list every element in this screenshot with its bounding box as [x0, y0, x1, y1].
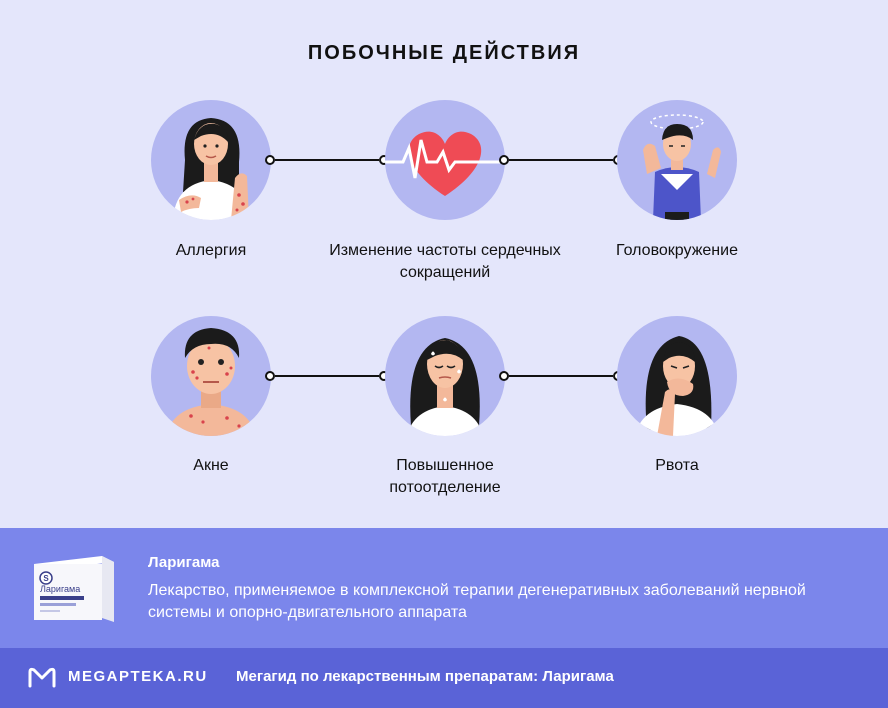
- connector-dot: [265, 155, 275, 165]
- product-name: Ларигама: [148, 554, 220, 571]
- effect-label-allergy: Аллергия: [175, 242, 247, 259]
- effect-label-dizziness: Головокружение: [616, 242, 738, 259]
- footer-caption: Мегагид по лекарственным препаратам: Лар…: [236, 668, 614, 685]
- connector-dot: [265, 371, 275, 381]
- connector-line: [275, 159, 379, 161]
- effect-label-sweating: Повышенное потоотделение: [389, 457, 501, 496]
- sweating-illustration: [385, 316, 505, 436]
- product-description: Лекарство, применяемое в комплексной тер…: [148, 582, 806, 621]
- acne-illustration: [151, 316, 271, 436]
- footer: MEGAPTEKA.RU Мегагид по лекарственным пр…: [0, 648, 888, 708]
- vomiting-illustration: [617, 316, 737, 436]
- heart-rate-illustration: [385, 100, 505, 220]
- effect-label-vomiting: Рвота: [655, 457, 699, 474]
- svg-text:S: S: [43, 574, 49, 583]
- dizzy-person-icon: [643, 114, 721, 220]
- allergy-illustration: [151, 100, 271, 220]
- effect-label-heart-rate: Изменение частоты сердечных сокращений: [329, 242, 561, 281]
- man-with-acne-icon: [167, 328, 255, 436]
- megapteka-logo-icon: [28, 667, 56, 688]
- medicine-box-icon: S: [34, 556, 114, 622]
- sweating-woman-icon: [407, 338, 483, 436]
- page-title: ПОБОЧНЫЕ ДЕЙСТВИЯ: [307, 42, 581, 64]
- woman-scratching-rash-icon: [173, 118, 251, 220]
- dizziness-illustration: [617, 100, 737, 220]
- product-info-band: S Ларигама Ларигама Лекарство, применяем…: [0, 528, 888, 648]
- connector-line: [275, 375, 379, 377]
- effect-label-acne: Акне: [193, 457, 229, 474]
- connector-line: [509, 159, 613, 161]
- product-package-image: S Ларигама: [30, 548, 116, 628]
- connector-dot: [499, 371, 509, 381]
- connector-dot: [499, 155, 509, 165]
- nauseous-woman-icon: [635, 336, 719, 436]
- brand-name[interactable]: MEGAPTEKA.RU: [68, 668, 208, 685]
- connector-line: [509, 375, 613, 377]
- heart-pulse-icon: [385, 131, 505, 196]
- package-name: Ларигама: [40, 584, 81, 594]
